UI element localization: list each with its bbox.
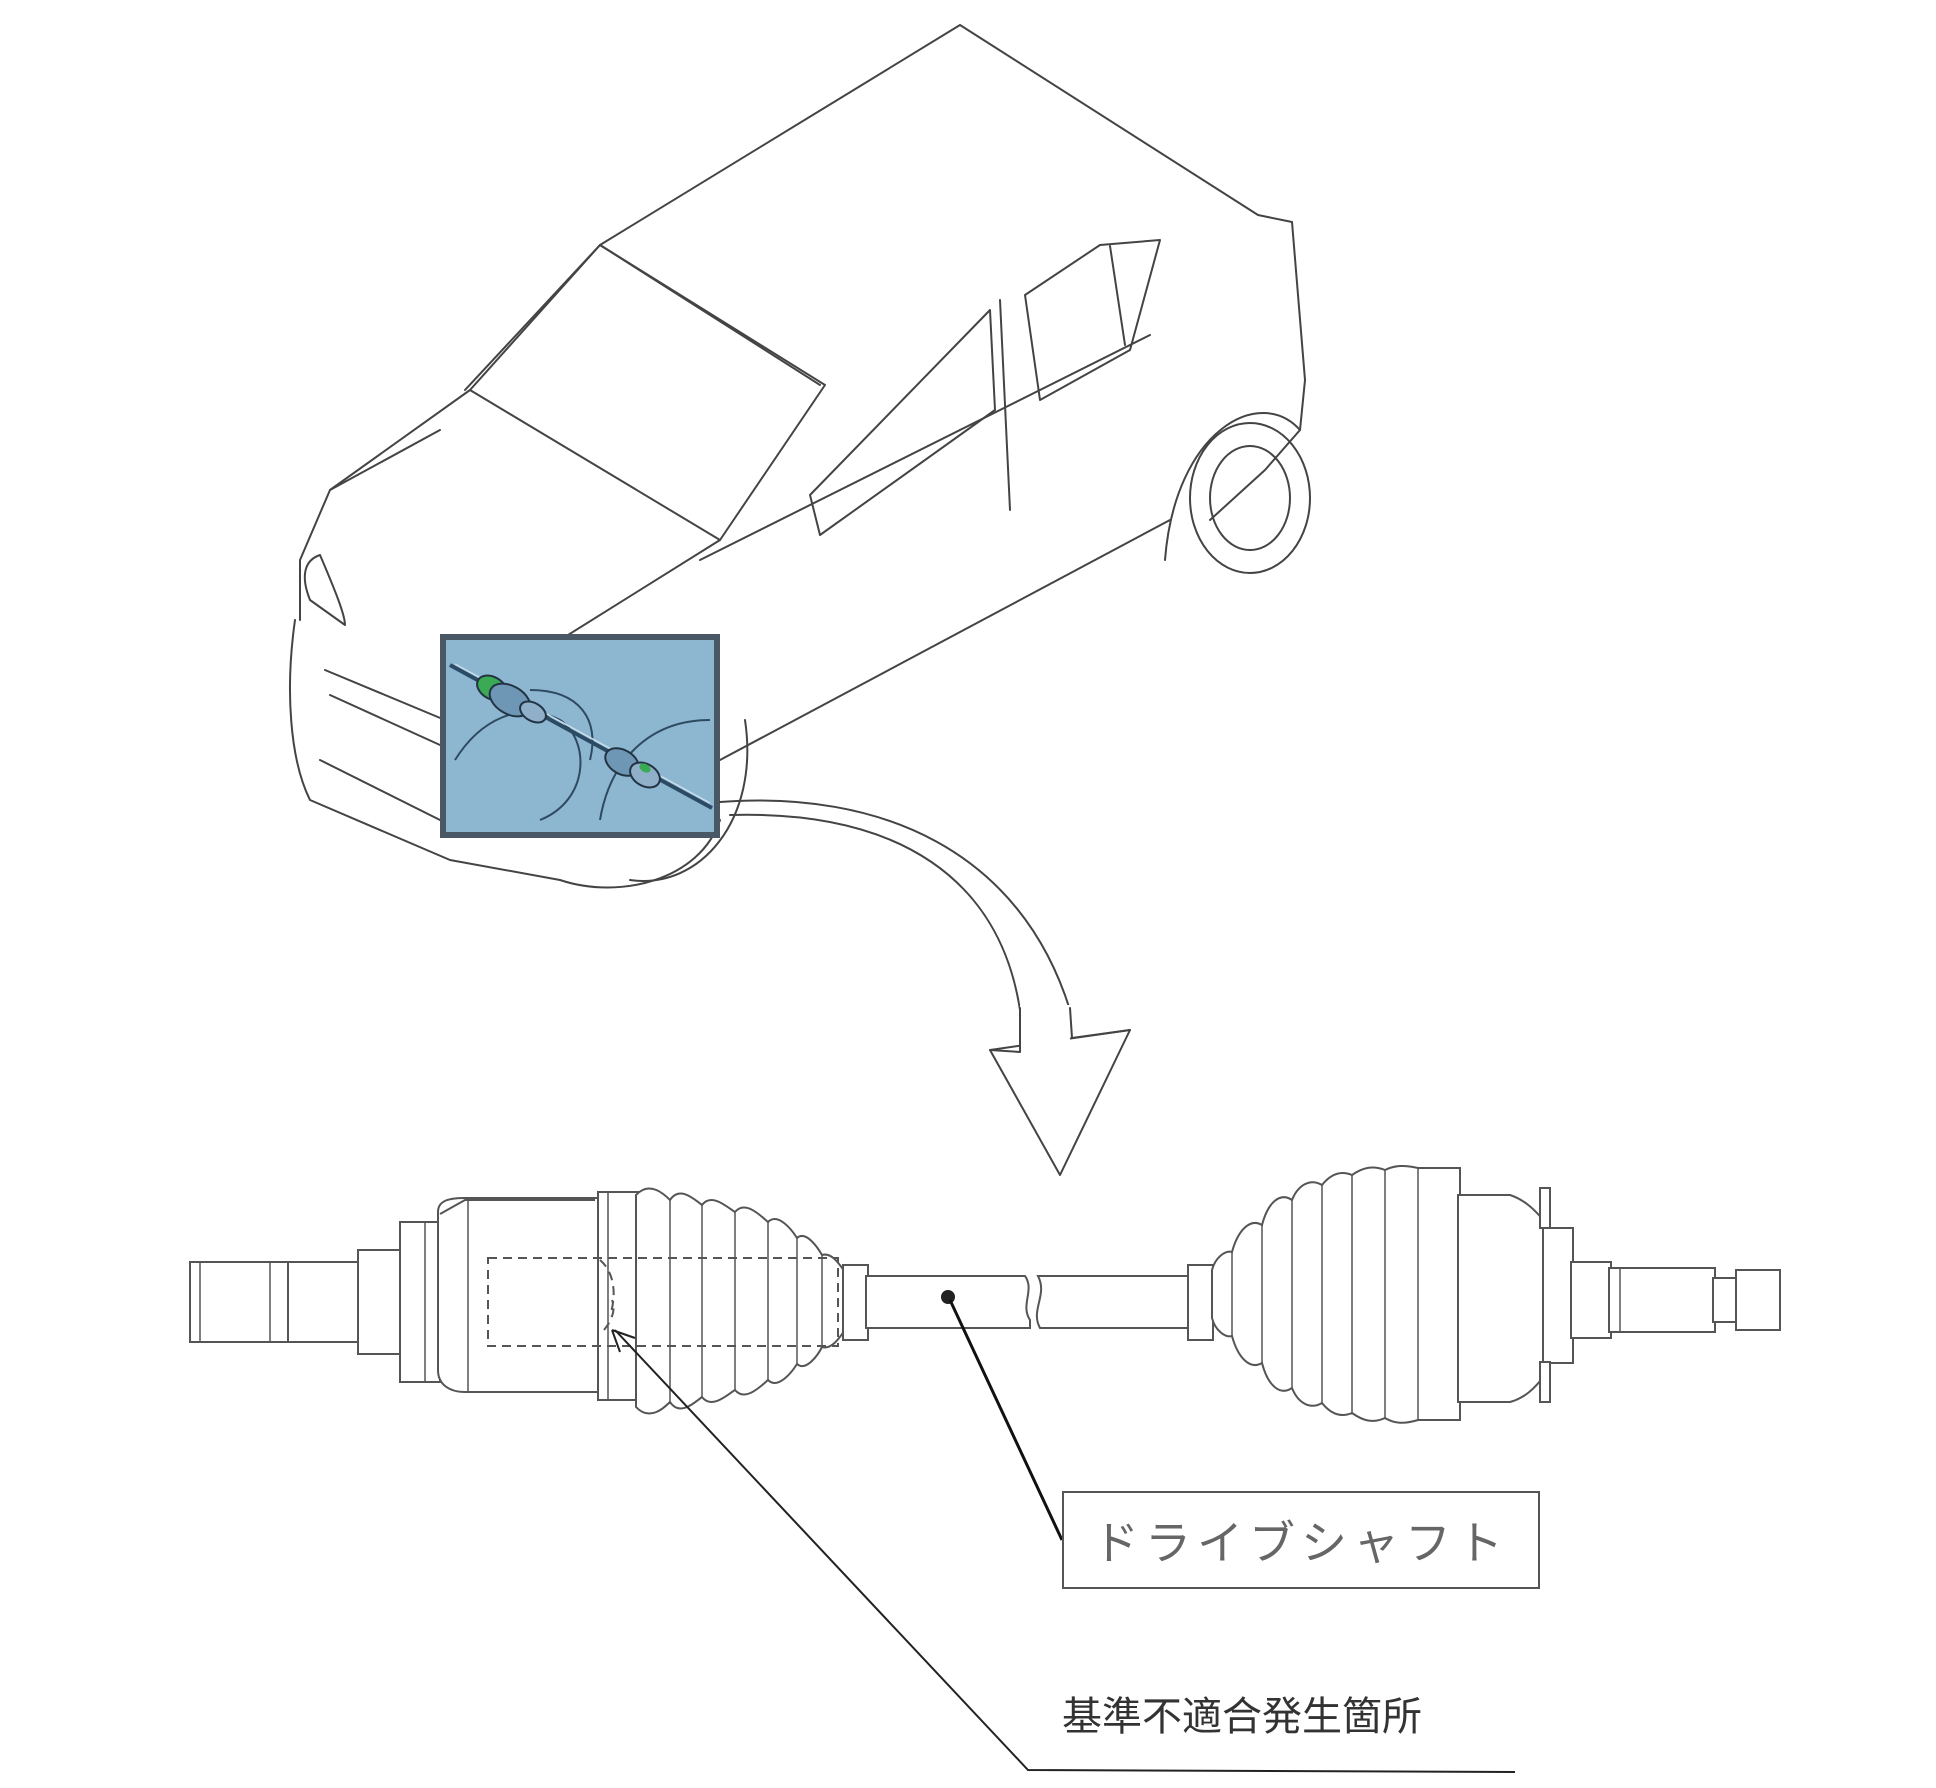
curved-arrow (719, 799, 1131, 1176)
defect-location-label: 基準不適合発生箇所 (1062, 1694, 1422, 1740)
drive-shaft-label: ドライブシャフト (1062, 1491, 1540, 1589)
leader-lines (611, 1299, 1516, 1773)
drive-shaft-detail (189, 1164, 1781, 1424)
drive-shaft-highlight (440, 634, 720, 838)
car-illustration (289, 24, 1311, 889)
